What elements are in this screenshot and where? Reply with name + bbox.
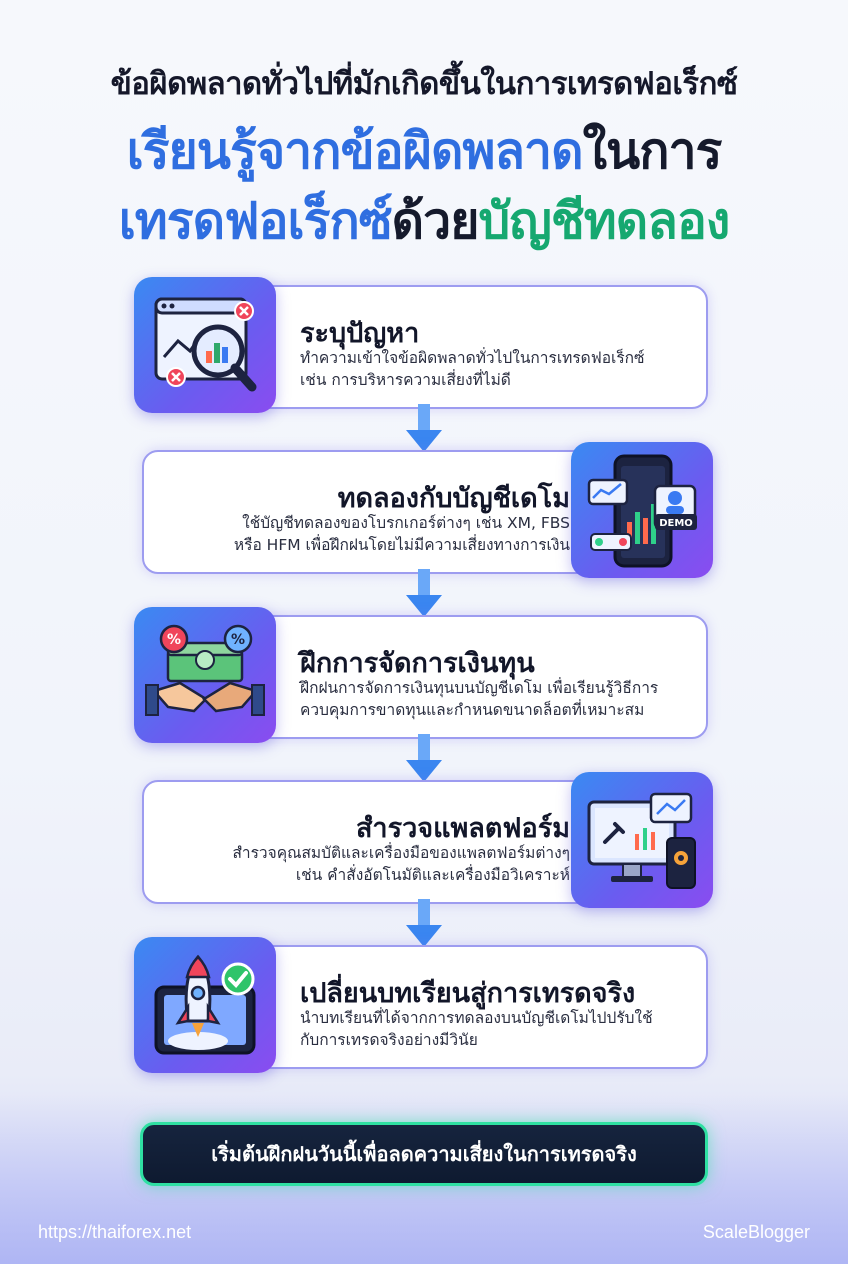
money-handshake-icon: % % bbox=[134, 607, 276, 743]
demo-phone-icon: DEMO bbox=[571, 442, 713, 578]
step-description: ใช้บัญชีทดลองของโบรกเกอร์ต่างๆ เช่น XM, … bbox=[233, 514, 570, 554]
step-description: ฝึกฝนการจัดการเงินทุนบนบัญชีเดโม เพื่อเร… bbox=[300, 679, 659, 719]
down-arrow-icon bbox=[406, 734, 442, 782]
step-heading: เปลี่ยนบทเรียนสู่การเทรดจริง bbox=[300, 978, 636, 1009]
page-title-line1: เรียนรู้จากข้อผิดพลาดในการ bbox=[0, 126, 848, 176]
page-title-line2: เทรดฟอเร็กซ์ด้วยบัญชีทดลอง bbox=[0, 196, 848, 246]
step-heading: ระบุปัญหา bbox=[300, 318, 420, 349]
down-arrow-icon bbox=[406, 899, 442, 947]
title-part-dark: ด้วย bbox=[391, 192, 480, 250]
demo-badge-text: DEMO bbox=[659, 518, 693, 529]
step-heading: ฝึกการจัดการเงินทุน bbox=[300, 648, 535, 679]
down-arrow-icon bbox=[406, 404, 442, 452]
cta-banner: เริ่มต้นฝึกฝนวันนี้เพื่อลดความเสี่ยงในกา… bbox=[140, 1122, 708, 1186]
footer-brand: ScaleBlogger bbox=[702, 1222, 810, 1242]
step-description: สำรวจคุณสมบัติและเครื่องมือของแพลตฟอร์มต… bbox=[232, 844, 570, 884]
step-heading: ทดลองกับบัญชีเดโม bbox=[337, 483, 570, 514]
platform-monitor-icon bbox=[571, 772, 713, 908]
magnifier-chart-icon bbox=[134, 277, 276, 413]
title-part-dark: ในการ bbox=[582, 122, 723, 180]
down-arrow-icon bbox=[406, 569, 442, 617]
footer-url: https://thaiforex.net bbox=[38, 1222, 192, 1242]
step-description: นำบทเรียนที่ได้จากการทดลองบนบัญชีเดโมไปป… bbox=[300, 1009, 653, 1049]
rocket-launch-icon bbox=[134, 937, 276, 1073]
step-heading: สำรวจแพลตฟอร์ม bbox=[355, 813, 570, 844]
title-part-blue: เทรดฟอเร็กซ์ bbox=[118, 192, 393, 250]
svg-text:%: % bbox=[231, 632, 245, 648]
step-description: ทำความเข้าใจข้อผิดพลาดทั่วไปในการเทรดฟอเ… bbox=[300, 349, 645, 389]
title-part-blue: เรียนรู้จากข้อผิดพลาด bbox=[126, 122, 584, 180]
title-part-green: บัญชีทดลอง bbox=[478, 192, 731, 250]
page-subtitle: ข้อผิดพลาดทั่วไปที่มักเกิดขึ้นในการเทรดฟ… bbox=[110, 66, 738, 102]
svg-text:%: % bbox=[167, 632, 181, 648]
